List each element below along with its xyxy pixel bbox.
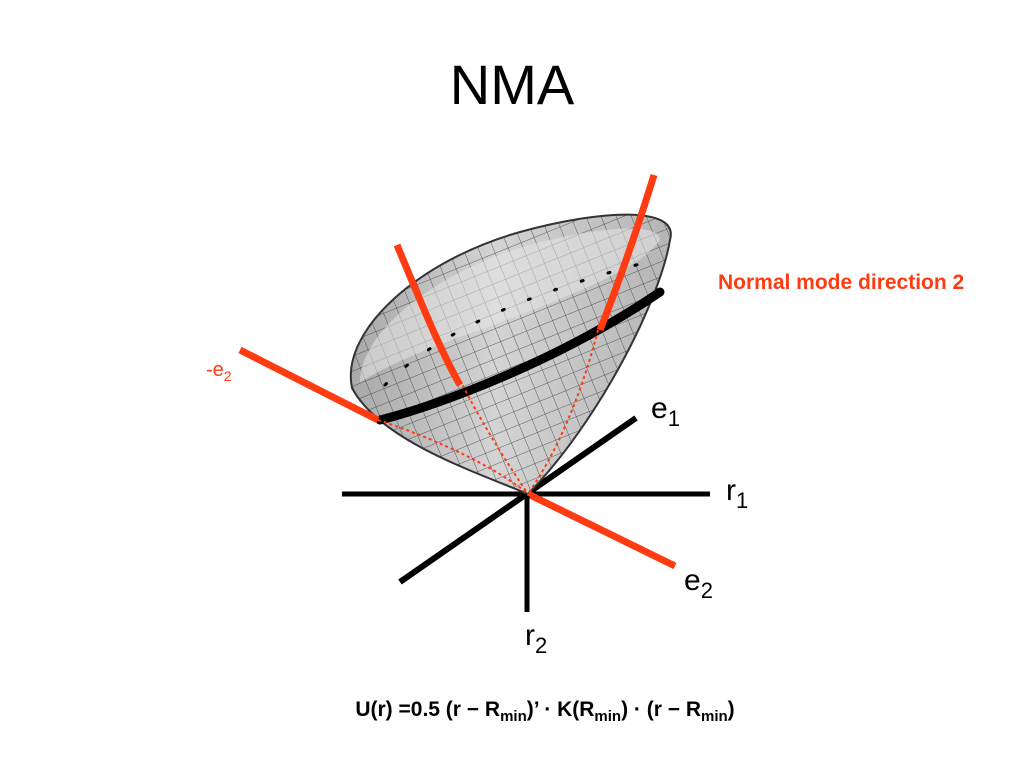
- mode-line-e2: [526, 490, 677, 570]
- normal-mode-label: Normal mode direction 2: [718, 271, 964, 294]
- slide-title: NMA: [449, 53, 575, 116]
- mode-line-neg-e2: [238, 346, 380, 424]
- r2-label: r2: [525, 619, 547, 658]
- mode-curve-right: [596, 173, 658, 332]
- e2-label: e2: [684, 564, 713, 603]
- e1-label: e1: [651, 392, 680, 431]
- paraboloid-surface: [349, 213, 672, 496]
- mode-curve-dotted-mid: [459, 379, 529, 495]
- mode-curve-dotted-right: [527, 329, 599, 495]
- r1-label: r1: [726, 474, 748, 513]
- potential-formula: U(r) =0.5 (r − Rmin)’ · K(Rmin) · (r − R…: [355, 698, 735, 726]
- neg-e2-label: -e2: [206, 359, 232, 384]
- axis-e1-line: [398, 415, 638, 585]
- mode-curve-left: [393, 243, 464, 387]
